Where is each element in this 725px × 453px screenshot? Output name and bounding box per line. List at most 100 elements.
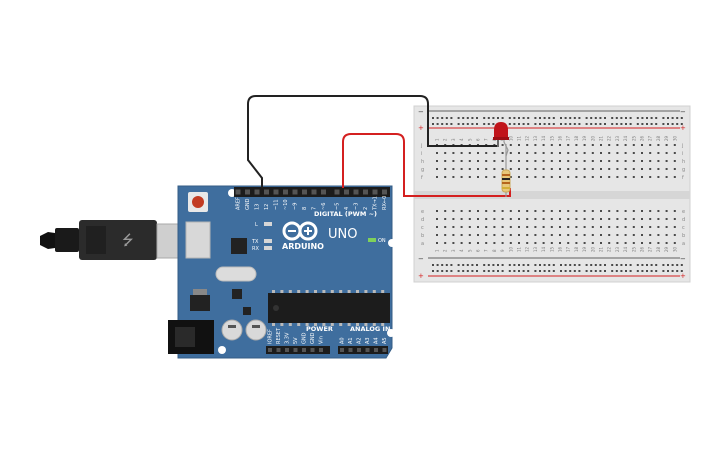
breadboard-hole[interactable] xyxy=(673,168,676,170)
breadboard-hole[interactable] xyxy=(509,144,512,146)
breadboard-hole[interactable] xyxy=(608,152,611,154)
breadboard-hole[interactable] xyxy=(550,234,553,236)
breadboard-hole[interactable] xyxy=(657,234,660,236)
breadboard-hole[interactable] xyxy=(583,152,586,154)
rail-hole[interactable] xyxy=(518,117,520,119)
rail-hole[interactable] xyxy=(611,270,614,272)
breadboard-hole[interactable] xyxy=(632,176,635,178)
breadboard-hole[interactable] xyxy=(665,144,668,146)
breadboard-hole[interactable] xyxy=(591,176,594,178)
breadboard-hole[interactable] xyxy=(542,176,545,178)
rail-hole[interactable] xyxy=(680,117,683,119)
breadboard-hole[interactable] xyxy=(575,226,578,228)
digital-pin-hole[interactable] xyxy=(372,189,378,195)
breadboard-hole[interactable] xyxy=(534,152,537,154)
breadboard-hole[interactable] xyxy=(665,152,668,154)
breadboard-hole[interactable] xyxy=(534,144,537,146)
rail-hole[interactable] xyxy=(641,264,644,266)
breadboard-hole[interactable] xyxy=(534,160,537,162)
breadboard-hole[interactable] xyxy=(477,210,479,212)
breadboard-hole[interactable] xyxy=(632,234,635,236)
breadboard-hole[interactable] xyxy=(665,218,668,220)
breadboard-hole[interactable] xyxy=(501,210,504,212)
digital-pin-hole[interactable] xyxy=(245,189,250,195)
breadboard-hole[interactable] xyxy=(624,218,627,220)
breadboard-hole[interactable] xyxy=(600,176,602,178)
breadboard-holes[interactable] xyxy=(432,117,683,272)
breadboard-hole[interactable] xyxy=(542,210,545,212)
rail-hole[interactable] xyxy=(636,270,639,272)
rail-hole[interactable] xyxy=(462,123,465,125)
breadboard-hole[interactable] xyxy=(632,160,635,162)
rail-hole[interactable] xyxy=(432,117,434,119)
rail-hole[interactable] xyxy=(513,270,516,272)
breadboard-hole[interactable] xyxy=(567,210,570,212)
breadboard-hole[interactable] xyxy=(436,152,438,154)
rail-hole[interactable] xyxy=(548,264,551,266)
breadboard-hole[interactable] xyxy=(509,160,512,162)
digital-pin-hole[interactable] xyxy=(254,189,260,195)
rail-hole[interactable] xyxy=(543,117,546,119)
rail-hole[interactable] xyxy=(522,123,525,125)
breadboard-hole[interactable] xyxy=(600,152,602,154)
rail-hole[interactable] xyxy=(450,270,453,272)
breadboard-hole[interactable] xyxy=(444,210,447,212)
breadboard-hole[interactable] xyxy=(600,160,602,162)
rail-hole[interactable] xyxy=(564,123,567,125)
breadboard-hole[interactable] xyxy=(501,234,504,236)
breadboard-hole[interactable] xyxy=(657,218,660,220)
breadboard-hole[interactable] xyxy=(436,176,438,178)
breadboard-hole[interactable] xyxy=(673,234,676,236)
breadboard-hole[interactable] xyxy=(444,152,447,154)
digital-pin-hole[interactable] xyxy=(302,189,307,195)
breadboard-hole[interactable] xyxy=(616,218,619,220)
breadboard-hole[interactable] xyxy=(493,176,496,178)
breadboard-hole[interactable] xyxy=(542,218,545,220)
rail-hole[interactable] xyxy=(629,117,632,119)
breadboard-hole[interactable] xyxy=(452,152,455,154)
breadboard-hole[interactable] xyxy=(673,218,676,220)
breadboard-hole[interactable] xyxy=(575,160,578,162)
breadboard-hole[interactable] xyxy=(608,144,611,146)
rail-hole[interactable] xyxy=(487,270,490,272)
rail-hole[interactable] xyxy=(594,270,597,272)
power-pin-hole[interactable] xyxy=(285,348,289,352)
breadboard-hole[interactable] xyxy=(526,210,529,212)
breadboard-hole[interactable] xyxy=(673,176,676,178)
rail-hole[interactable] xyxy=(590,117,593,119)
analog-pin-hole[interactable] xyxy=(357,348,361,352)
rail-hole[interactable] xyxy=(611,264,614,266)
breadboard-hole[interactable] xyxy=(477,218,479,220)
breadboard-hole[interactable] xyxy=(518,160,520,162)
breadboard-hole[interactable] xyxy=(444,176,447,178)
rail-hole[interactable] xyxy=(646,123,648,125)
rail-hole[interactable] xyxy=(462,270,465,272)
breadboard-hole[interactable] xyxy=(509,218,512,220)
breadboard-hole[interactable] xyxy=(518,168,520,170)
digital-pin-hole[interactable] xyxy=(264,189,269,195)
breadboard-hole[interactable] xyxy=(542,234,545,236)
rail-hole[interactable] xyxy=(650,117,653,119)
breadboard-hole[interactable] xyxy=(616,176,619,178)
rail-hole[interactable] xyxy=(646,117,648,119)
breadboard-hole[interactable] xyxy=(468,234,471,236)
breadboard-hole[interactable] xyxy=(542,226,545,228)
rail-hole[interactable] xyxy=(585,117,588,119)
breadboard-hole[interactable] xyxy=(641,210,643,212)
breadboard-hole[interactable] xyxy=(591,210,594,212)
rail-hole[interactable] xyxy=(518,123,520,125)
rail-hole[interactable] xyxy=(497,270,499,272)
breadboard-hole[interactable] xyxy=(501,226,504,228)
breadboard[interactable]: + + − − − − + + 112233445566778899101011… xyxy=(413,105,691,283)
rail-hole[interactable] xyxy=(508,264,511,266)
breadboard-hole[interactable] xyxy=(641,218,643,220)
breadboard-hole[interactable] xyxy=(649,144,652,146)
rail-hole[interactable] xyxy=(564,264,567,266)
breadboard-hole[interactable] xyxy=(567,242,570,244)
breadboard-hole[interactable] xyxy=(673,160,676,162)
rail-hole[interactable] xyxy=(646,264,648,266)
breadboard-hole[interactable] xyxy=(436,168,438,170)
breadboard-hole[interactable] xyxy=(575,152,578,154)
breadboard-hole[interactable] xyxy=(452,210,455,212)
breadboard-hole[interactable] xyxy=(452,234,455,236)
